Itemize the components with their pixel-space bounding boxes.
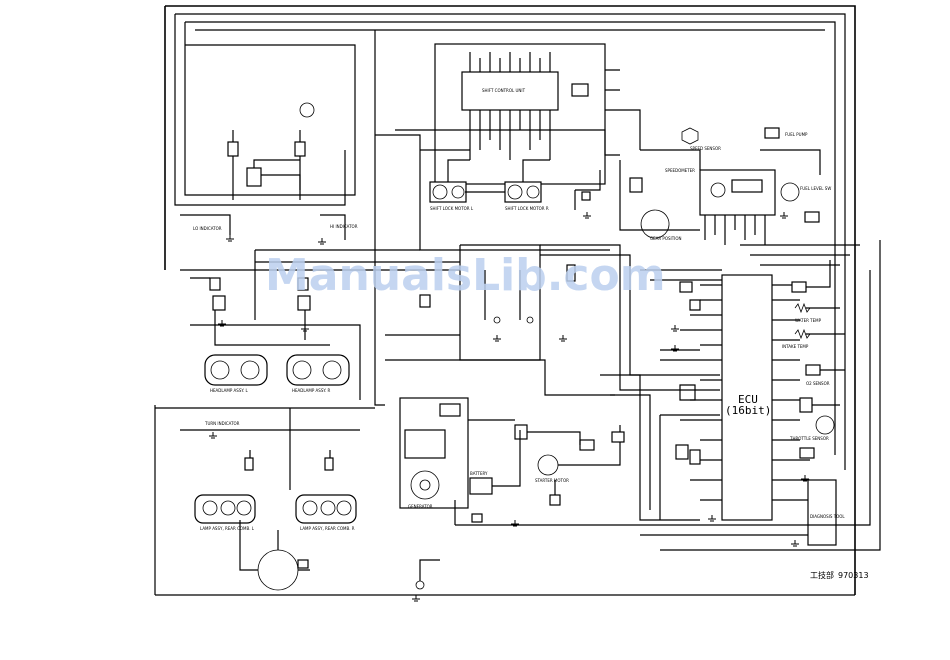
battery-label: BATTERY: [470, 471, 488, 476]
speed-sensor-label: SPEED SENSOR: [690, 146, 721, 151]
fuel-pump-top-label: FUEL PUMP: [785, 132, 808, 137]
speedometer-cluster: SPEEDOMETER SPEED SENSOR FUEL PUMP FUEL …: [619, 127, 831, 245]
starter-motor-label: STARTER MOTOR: [535, 478, 569, 483]
water-temp-label: WATER TEMP: [795, 318, 822, 323]
rear-combo-right-label: LAMP ASSY, REAR COMB. R: [300, 526, 355, 531]
speedometer-label: SPEEDOMETER: [665, 168, 695, 173]
shift-control-unit-label: SHIFT CONTROL UNIT: [482, 88, 526, 93]
rear-lamp-section: LAMP ASSY, REAR COMB. L LAMP ASSY, REAR …: [155, 407, 375, 591]
intake-temp-label: INTAKE TEMP: [782, 344, 809, 349]
throttle-sensor-label: THROTTLE SENSOR: [789, 436, 829, 441]
headlamp-section: HEADLAMP ASSY. L HEADLAMP ASSY. R LO IND…: [180, 214, 460, 400]
watermark: ManualsLib.com: [265, 250, 666, 301]
ecu-title: ECU: [738, 393, 758, 406]
fuel-level-label: FUEL LEVEL SW: [800, 186, 831, 191]
ecu-subtitle: (16bit): [725, 404, 771, 417]
shift-control-unit: SHIFT CONTROL UNIT SHIFT LOCK MOTOR L SH…: [429, 43, 641, 211]
turn-indicator-label: TURN INDICATOR: [204, 421, 240, 426]
outer-frame: [154, 5, 856, 596]
generator-label: GENERATOR: [408, 504, 433, 509]
ecu-module: ECU (16bit): [660, 274, 810, 521]
headlamp-left-label: HEADLAMP ASSY. L: [210, 388, 249, 393]
rear-combo-left-label: LAMP ASSY, REAR COMB. L: [200, 526, 255, 531]
horn-relay-block: [184, 22, 356, 200]
right-sensors: WATER TEMP INTAKE TEMP O2 SENSOR THROTTL…: [782, 260, 845, 546]
footer-mark: 工技部: [810, 570, 834, 580]
ground-symbols: [209, 212, 809, 602]
harness-lines: [254, 129, 881, 551]
bottom-connector: [297, 559, 440, 590]
o2-sensor-label: O2 SENSOR: [806, 381, 830, 386]
gear-position-label: GEAR POSITION: [650, 236, 681, 241]
shift-lock-left-label: SHIFT LOCK MOTOR L: [430, 206, 474, 211]
footer-code: 970313: [838, 571, 869, 580]
hi-indicator-label: HI INDICATOR: [330, 224, 358, 229]
lo-indicator-label: LO INDICATOR: [193, 226, 222, 231]
headlamp-right-label: HEADLAMP ASSY. R: [292, 388, 331, 393]
diagnosis-label: DIAGNOSIS TOOL: [810, 514, 845, 519]
shift-lock-right-label: SHIFT LOCK MOTOR R: [505, 206, 549, 211]
